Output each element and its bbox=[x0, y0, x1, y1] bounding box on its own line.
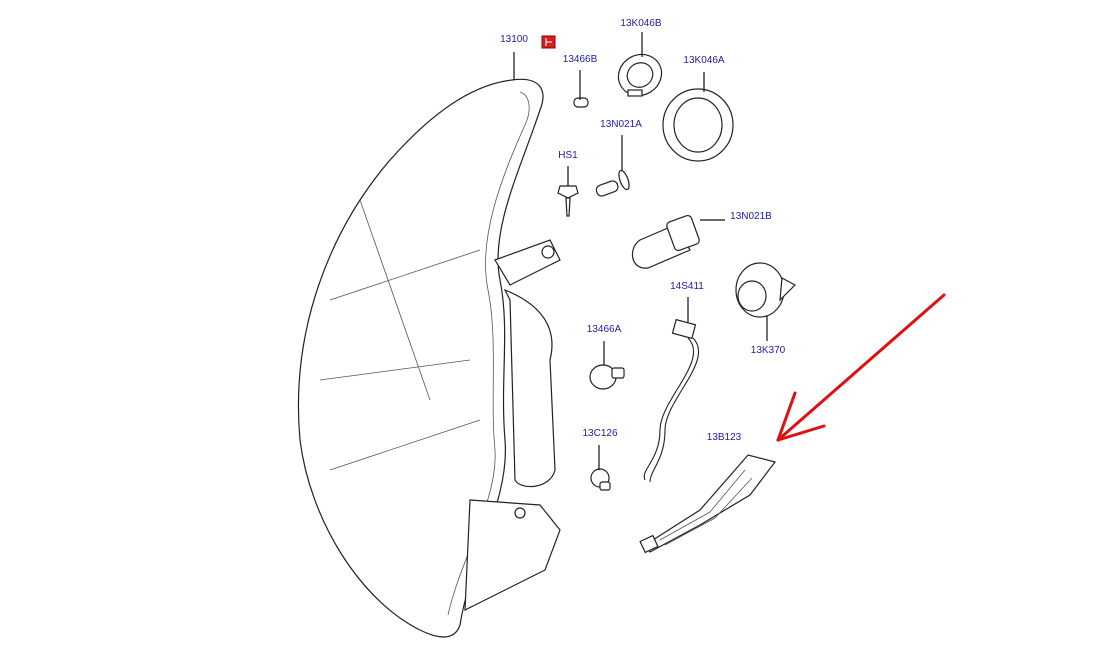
label-13100[interactable]: 13100 bbox=[500, 34, 528, 45]
label-13466A[interactable]: 13466A bbox=[586, 324, 622, 335]
label-HS1[interactable]: HS1 bbox=[558, 150, 578, 161]
label-13C126[interactable]: 13C126 bbox=[582, 428, 618, 439]
bulb-13466A[interactable] bbox=[589, 364, 625, 390]
ring-13K046A[interactable] bbox=[662, 88, 734, 162]
label-13N021A[interactable]: 13N021A bbox=[600, 119, 642, 130]
marker-icon bbox=[541, 35, 556, 49]
harness-14S411[interactable] bbox=[643, 318, 700, 483]
headlamp-housing-13100[interactable] bbox=[297, 78, 561, 638]
label-13N021B[interactable]: 13N021B bbox=[730, 211, 772, 222]
label-13K370[interactable]: 13K370 bbox=[750, 345, 786, 356]
label-13466B[interactable]: 13466B bbox=[562, 54, 598, 65]
cap-13K046B[interactable] bbox=[611, 47, 669, 104]
label-13B123[interactable]: 13B123 bbox=[706, 432, 742, 443]
label-14S411[interactable]: 14S411 bbox=[670, 281, 704, 292]
bulb-13N021A[interactable] bbox=[595, 169, 631, 197]
clip-13C126[interactable] bbox=[590, 468, 611, 491]
bulb-13466B[interactable] bbox=[573, 97, 589, 108]
red-arrow-annotation bbox=[776, 293, 946, 442]
bulb-13N021B[interactable] bbox=[631, 214, 700, 269]
label-13K046B[interactable]: 13K046B bbox=[620, 18, 662, 29]
screw-HS1[interactable] bbox=[557, 185, 579, 217]
wiring-13B123[interactable] bbox=[639, 454, 777, 554]
label-13K046A[interactable]: 13K046A bbox=[683, 55, 725, 66]
leader-lines bbox=[513, 32, 768, 470]
socket-13K370[interactable] bbox=[735, 262, 796, 318]
